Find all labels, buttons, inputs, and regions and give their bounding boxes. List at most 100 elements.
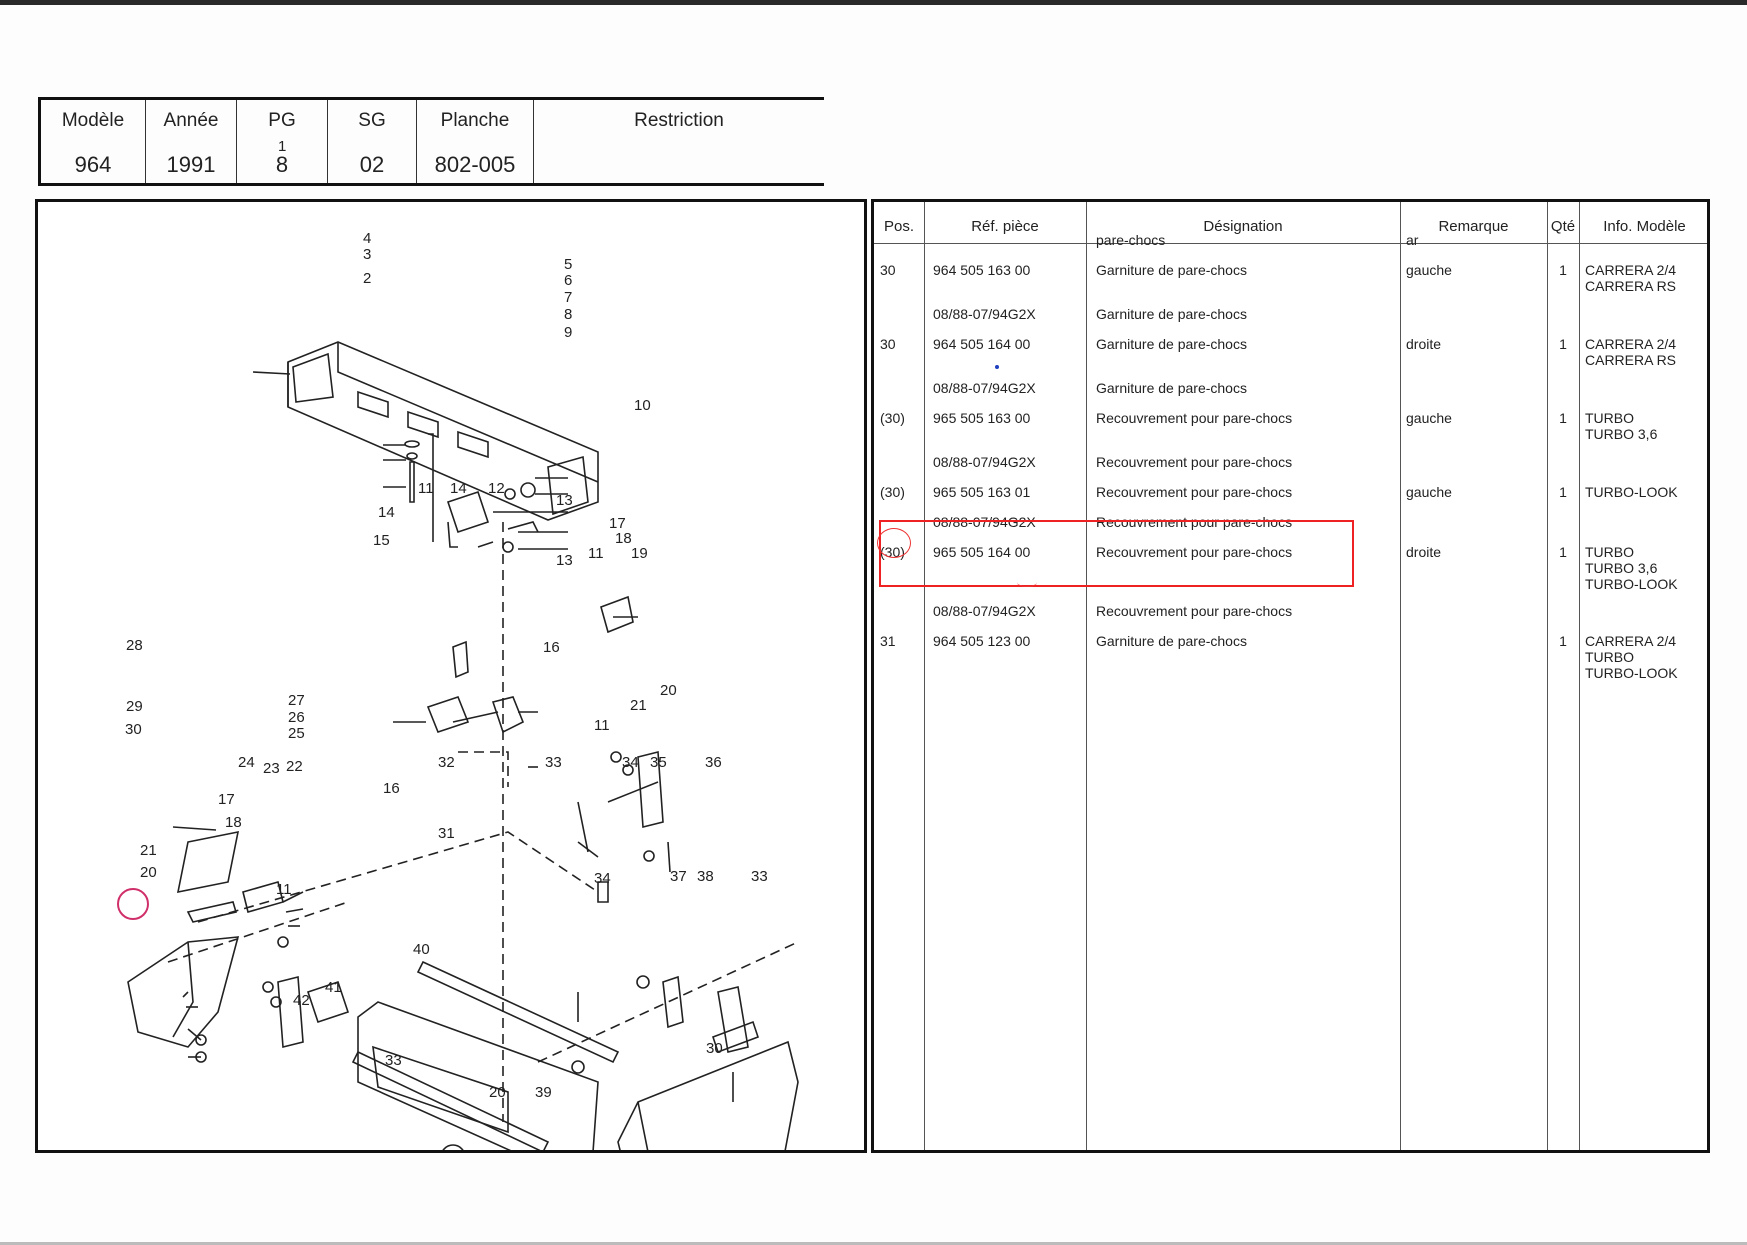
cell-ref: 965 505 163 01 xyxy=(933,484,1031,500)
part-callout-label: 42 xyxy=(293,992,310,1009)
cell-designation: Recouvrement pour pare-chocs xyxy=(1096,484,1293,500)
cell-ref: 965 505 163 00 xyxy=(933,410,1031,426)
cell-designation: Garniture de pare-chocs xyxy=(1096,633,1247,649)
part-callout-label: 38 xyxy=(697,868,714,885)
cell-designation: Garniture de pare-chocs xyxy=(1096,336,1247,352)
parts-table: Pos. Réf. pièce Désignation Remarque Qté… xyxy=(871,199,1710,1153)
part-callout-label: 10 xyxy=(634,397,651,414)
pen-mark xyxy=(995,365,999,369)
part-callout-label: 35 xyxy=(650,754,667,771)
cell-remarque: droite xyxy=(1406,544,1442,560)
part-callout-label: 3 xyxy=(363,246,372,263)
part-callout-label: 40 xyxy=(413,941,430,958)
part-callout-label: 11 xyxy=(594,717,610,734)
cell-designation: Recouvrement pour pare-chocs xyxy=(1096,410,1293,426)
part-callout-label: 22 xyxy=(286,758,303,775)
cell-ref: 964 505 163 00 xyxy=(933,262,1031,278)
part-callout-label: 18 xyxy=(225,814,242,831)
part-callout-label: 14 xyxy=(378,504,395,521)
cell-qte: 1 xyxy=(1559,336,1567,352)
part-callout-label: 12 xyxy=(488,480,505,497)
part-callout-label: 21 xyxy=(630,697,647,714)
part-callout-label: 24 xyxy=(238,754,255,771)
col-divider xyxy=(1400,202,1401,1150)
part-callout-label: 36 xyxy=(705,754,722,771)
cell-pos: (30) xyxy=(880,410,905,426)
header-col-sg: SG 02 xyxy=(328,100,417,183)
header-label: SG xyxy=(358,110,386,131)
part-callout-label: 7 xyxy=(564,289,573,306)
part-callout-label: 13 xyxy=(556,552,573,569)
col-header-pos: Pos. xyxy=(883,218,914,235)
cell-designation: Recouvrement pour pare-chocs xyxy=(1096,603,1293,619)
cell-qte: 1 xyxy=(1559,262,1567,278)
cell-remarque: gauche xyxy=(1406,410,1452,426)
part-callout-label: 17 xyxy=(609,515,626,532)
highlight-circle xyxy=(877,528,911,558)
col-header-ref: Réf. pièce xyxy=(971,218,1039,235)
part-callout-label: 11 xyxy=(588,545,604,562)
cell-pos: 30 xyxy=(880,336,896,352)
cell-remarque: gauche xyxy=(1406,484,1452,500)
part-callout-label: 30 xyxy=(125,721,142,738)
part-callout-label: 2 xyxy=(363,270,372,287)
cell-designation: Recouvrement pour pare-chocs xyxy=(1096,454,1293,470)
cell-designation: Recouvrement pour pare-chocs xyxy=(1096,514,1293,530)
part-callout-label: 11 xyxy=(418,480,434,497)
cell-ref: 964 505 164 00 xyxy=(933,336,1031,352)
cell-info: TURBO TURBO 3,6 TURBO-LOOK xyxy=(1585,544,1678,592)
header-col-restriction: Restriction xyxy=(534,100,824,183)
cell-ref: 08/88-07/94G2X xyxy=(933,380,1036,396)
part-callout-label: 32 xyxy=(438,754,455,771)
cell-info: CARRERA 2/4 CARRERA RS xyxy=(1585,336,1677,368)
part-callout-label: 20 xyxy=(660,682,677,699)
cell-designation: pare-chocs xyxy=(1096,232,1166,248)
header-label: Modèle xyxy=(61,110,125,131)
cell-pos: 30 xyxy=(880,262,896,278)
part-callout-label: 20 xyxy=(489,1084,506,1101)
cell-pos: 31 xyxy=(880,633,896,649)
cell-ref: 08/88-07/94G2X xyxy=(933,306,1036,322)
header-value: 02 xyxy=(359,152,385,177)
part-callout-label: 4 xyxy=(363,230,372,247)
part-callout-label: 20 xyxy=(140,864,157,881)
part-callout-label: 15 xyxy=(373,532,390,549)
col-divider xyxy=(1579,202,1580,1150)
cell-info: TURBO-LOOK xyxy=(1585,484,1678,500)
cell-remarque: gauche xyxy=(1406,262,1452,278)
part-callout-label: 30 xyxy=(706,1040,723,1057)
part-callout-label: 8 xyxy=(564,306,573,323)
part-callout-label: 19 xyxy=(631,545,648,562)
col-header-info: Info. Modèle xyxy=(1603,218,1686,235)
header-col-modele: Modèle 964 xyxy=(41,100,146,183)
part-callout-label: 6 xyxy=(564,272,573,289)
header-col-pg: PG 8 xyxy=(237,100,328,183)
cell-info: CARRERA 2/4 CARRERA RS xyxy=(1585,262,1677,294)
part-callout-label: 21 xyxy=(140,842,157,859)
header-col-planche: Planche 802-005 xyxy=(417,100,534,183)
header-label: Restriction xyxy=(634,110,724,131)
part-callout-label: 23 xyxy=(263,760,280,777)
cell-designation: Garniture de pare-chocs xyxy=(1096,380,1247,396)
left-bumper-cover xyxy=(127,936,240,1048)
part-callout-label: 16 xyxy=(543,639,560,656)
cell-designation: Garniture de pare-chocs xyxy=(1096,306,1247,322)
part-callout-label: 28 xyxy=(126,637,143,654)
cell-qte: 1 xyxy=(1559,633,1567,649)
col-divider xyxy=(1086,202,1087,1150)
cell-ref: 08/88-07/94G2X xyxy=(933,514,1036,530)
header-value: 8 xyxy=(275,152,289,177)
cell-pos: (30) xyxy=(880,484,905,500)
cell-info: CARRERA 2/4 TURBO TURBO-LOOK xyxy=(1585,633,1678,681)
cell-designation: Recouvrement pour pare-chocs xyxy=(1096,544,1293,560)
header-col-annee: Année 1991 xyxy=(146,100,237,183)
part-callout-label: 16 xyxy=(383,780,400,797)
part-callout-label: 11 xyxy=(276,881,292,898)
part-callout-label: 13 xyxy=(556,492,573,509)
highlight-underline-mark xyxy=(1017,578,1037,587)
col-header-designation: Désignation xyxy=(1203,218,1283,235)
col-header-remarque: Remarque xyxy=(1438,218,1509,235)
cell-remarque: ar xyxy=(1406,232,1419,248)
part-callout-label: 1 xyxy=(278,138,287,155)
